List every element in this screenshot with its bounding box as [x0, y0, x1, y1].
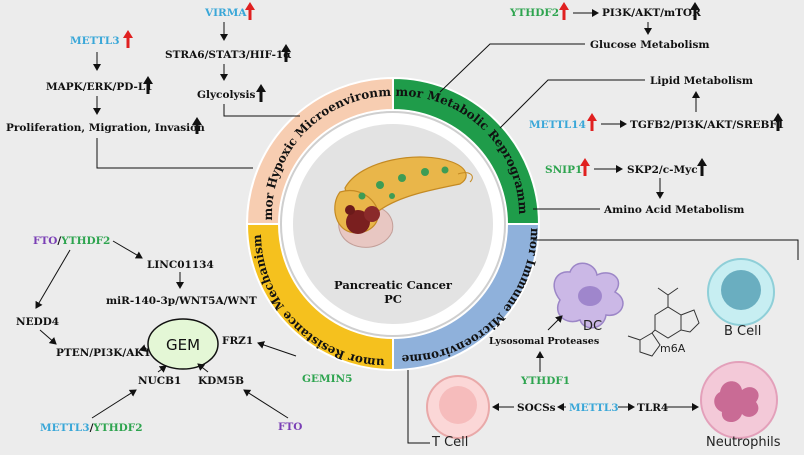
immune-panel: DC Lysosomal Proteases YTHDF1 m6A B Cell…: [407, 239, 799, 450]
up-arrow-red-icon: [580, 158, 590, 166]
fto-bottom-label: FTO: [278, 421, 302, 433]
resistance-panel: FTO/YTHDF2 LINC01134 miR-140-3p/WNT5A/WN…: [16, 235, 352, 434]
bcell-label: B Cell: [724, 324, 761, 339]
kdm5b-label: KDM5B: [198, 375, 244, 387]
up-arrow-red-icon: [587, 113, 597, 121]
up-arrow-black-icon: [256, 84, 266, 92]
gem-label: GEM: [166, 336, 200, 354]
stra6-label: STRA6/STAT3/HIF-1α: [165, 49, 291, 61]
gem-node: [147, 318, 219, 370]
dendritic-cell-icon: [553, 262, 624, 329]
up-arrow-red-icon: [123, 30, 133, 38]
frz1-label: FRZ1: [222, 335, 253, 347]
mettl3-label: METTL3: [70, 35, 120, 47]
center-title-line1: Pancreatic Cancer: [334, 278, 453, 292]
skp2-label: SKP2/c-Myc: [627, 164, 698, 176]
nucb1-label: NUCB1: [138, 375, 181, 387]
nedd4-label: NEDD4: [16, 316, 59, 328]
up-arrow-red-icon: [559, 2, 569, 10]
ythdf2-label: YTHDF2: [509, 7, 559, 19]
quadrant-resistance: [245, 223, 394, 372]
metabolic-panel: YTHDF2 PI3K/AKT/mTOR Glucose Metabolism …: [439, 2, 784, 216]
up-arrow-red-icon: [245, 2, 255, 10]
up-arrow-black-icon: [697, 158, 707, 166]
center-title-line2: PC: [384, 292, 402, 306]
neutrophil-icon: [700, 361, 778, 439]
up-arrow-black-icon: [773, 113, 783, 121]
proliferation-label: Proliferation, Migration, Invasion: [6, 122, 205, 134]
gemin5-label: GEMIN5: [302, 373, 352, 385]
dc-label: DC: [583, 319, 602, 334]
mettl3-immune-label: METTL3: [569, 402, 619, 414]
lysosomal-label: Lysosomal Proteases: [489, 336, 599, 347]
m6a-molecule-icon: [627, 287, 700, 357]
tgfb2-label: TGFB2/PI3K/AKT/SREBF1: [630, 119, 784, 131]
mapk-label: MAPK/ERK/PD-L1: [46, 81, 153, 93]
up-arrow-black-icon: [143, 76, 153, 84]
mettl3-ythdf2-label: METTL3/YTHDF2: [40, 422, 143, 434]
hypoxic-panel: METTL3 MAPK/ERK/PD-L1 Proliferation, Mig…: [6, 2, 300, 169]
up-arrow-black-icon: [281, 44, 291, 52]
linc-label: LINC01134: [147, 259, 214, 271]
amino-label: Amino Acid Metabolism: [603, 204, 744, 216]
tlr4-label: TLR4: [637, 402, 668, 414]
pi3k-mtor-label: PI3K/AKT/mTOR: [602, 7, 701, 19]
glycolysis-label: Glycolysis: [197, 89, 255, 101]
mir-label: miR-140-3p/WNT5A/WNT: [106, 295, 257, 307]
lipid-label: Lipid Metabolism: [650, 75, 753, 87]
socs-label: SOCSs: [517, 402, 556, 414]
ythdf1-label: YTHDF1: [520, 375, 570, 387]
glucose-label: Glucose Metabolism: [590, 39, 710, 51]
pten-label: PTEN/PI3K/AKT: [56, 347, 151, 359]
up-arrow-black-icon: [192, 117, 202, 125]
neutrophils-label: Neutrophils: [706, 435, 781, 450]
pancreas-illustration: [334, 156, 473, 248]
virma-label: VIRMA: [204, 7, 247, 19]
fto-ythdf2-label: FTO/YTHDF2: [33, 235, 110, 247]
tcell-label: T Cell: [431, 435, 468, 450]
mettl14-label: METTL14: [529, 119, 586, 131]
up-arrow-black-icon: [690, 2, 700, 10]
m6a-label: m6A: [660, 342, 686, 355]
snip1-label: SNIP1: [545, 164, 582, 176]
